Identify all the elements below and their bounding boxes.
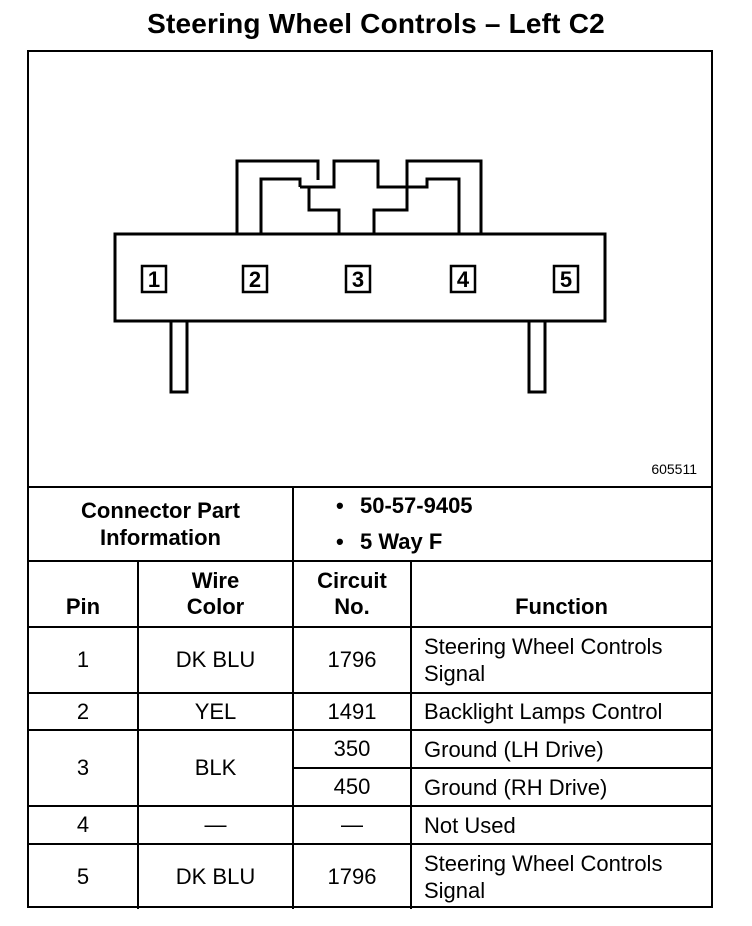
cell-function-line2: Signal	[424, 878, 486, 903]
cell-wire-color: BLK	[137, 729, 294, 807]
header-circuit-no: Circuit No.	[292, 560, 412, 628]
connector-latch-right-inner	[407, 177, 461, 234]
connector-info-values: • 50-57-9405 • 5 Way F	[293, 486, 711, 560]
cell-function-line2: Signal	[424, 661, 486, 686]
header-wire-line2: Color	[186, 594, 245, 619]
cell-circuit: 1796	[292, 626, 412, 694]
cell-pin: 4	[29, 805, 139, 845]
cell-circuit: —	[292, 805, 412, 845]
connector-info-row: Connector Part Information • 50-57-9405 •…	[29, 486, 711, 560]
header-pin: Pin	[29, 560, 139, 628]
header-circuit-line2: No.	[334, 594, 370, 619]
cell-function: Not Used	[410, 805, 711, 845]
bullet-icon: •	[336, 529, 344, 554]
page-title: Steering Wheel Controls – Left C2	[147, 8, 605, 39]
connector-type: 5 Way F	[360, 529, 443, 554]
cell-circuit: 350	[292, 729, 412, 769]
connector-drawing: 1 2 3 4 5	[113, 159, 607, 394]
bullet-icon: •	[336, 493, 344, 518]
cell-pin: 5	[29, 843, 139, 909]
table-row: 450 Ground (RH Drive)	[29, 767, 711, 807]
cell-wire-color: YEL	[137, 692, 294, 731]
cell-circuit: 1491	[292, 692, 412, 731]
connector-leg-left	[169, 321, 189, 394]
connector-body	[113, 232, 607, 323]
table-row: 4 — — Not Used	[29, 805, 711, 845]
figure-id: 605511	[651, 461, 697, 477]
cell-wire-color: —	[137, 805, 294, 845]
pin-label-2: 2	[249, 267, 261, 292]
connector-sheet: 1 2 3 4 5 605511 Connector Part Informat…	[27, 50, 713, 909]
connector-latch-right	[405, 159, 483, 234]
connector-part-number: 50-57-9405	[360, 493, 473, 518]
connector-info-table: Connector Part Information • 50-57-9405 •…	[29, 486, 711, 560]
connector-info-label: Connector Part Information	[29, 486, 294, 560]
pin-label-4: 4	[457, 267, 470, 292]
cell-function: Backlight Lamps Control	[410, 692, 711, 731]
table-row: 5 DK BLU 1796 Steering Wheel Controls Si…	[29, 843, 711, 909]
pinout-table: Pin Wire Color Circuit No. Function 1 DK…	[29, 560, 711, 909]
connector-diagram: 1 2 3 4 5 605511	[29, 52, 711, 486]
cell-pin: 2	[29, 692, 139, 731]
connector-info-label-line1: Connector Part	[81, 498, 240, 523]
cell-pin: 1	[29, 626, 139, 694]
header-circuit-line1: Circuit	[317, 568, 387, 593]
cell-function: Steering Wheel Controls Signal	[410, 626, 711, 694]
cell-circuit: 450	[293, 767, 412, 807]
pin-label-5: 5	[560, 267, 572, 292]
pin-label-1: 1	[148, 267, 160, 292]
header-function: Function	[410, 560, 711, 628]
connector-info-label-line2: Information	[100, 525, 221, 550]
cell-function: Steering Wheel Controls Signal	[410, 843, 711, 909]
cell-circuit: 1796	[292, 843, 412, 909]
cell-function-line1: Steering Wheel Controls	[424, 851, 663, 876]
table-row: 1 DK BLU 1796 Steering Wheel Controls Si…	[29, 626, 711, 694]
cell-function: Ground (RH Drive)	[410, 767, 711, 807]
cell-pin: 3	[29, 729, 139, 807]
pin-box-5	[552, 264, 580, 294]
cell-function-line1: Steering Wheel Controls	[424, 634, 663, 659]
pin-box-4	[449, 264, 477, 294]
table-header-row: Pin Wire Color Circuit No. Function	[29, 560, 711, 628]
cell-wire-color: DK BLU	[137, 626, 294, 694]
table-row: 2 YEL 1491 Backlight Lamps Control	[29, 692, 711, 731]
cell-wire-color: DK BLU	[137, 843, 294, 909]
pin-box-3	[344, 264, 372, 294]
pin-label-3: 3	[352, 267, 364, 292]
connector-latch-left	[235, 159, 320, 234]
connector-info-item: • 50-57-9405	[336, 488, 711, 524]
header-wire-line1: Wire	[191, 568, 240, 593]
connector-leg-right	[527, 321, 547, 394]
pin-box-1	[140, 264, 168, 294]
pin-box-2	[241, 264, 269, 294]
cell-function: Ground (LH Drive)	[410, 729, 711, 769]
connector-key-center	[300, 159, 409, 234]
header-wire-color: Wire Color	[137, 560, 294, 628]
connector-info-item: • 5 Way F	[336, 524, 711, 560]
connector-latch-left-inner	[259, 177, 302, 234]
table-row: 3 BLK 350 Ground (LH Drive)	[29, 729, 711, 807]
